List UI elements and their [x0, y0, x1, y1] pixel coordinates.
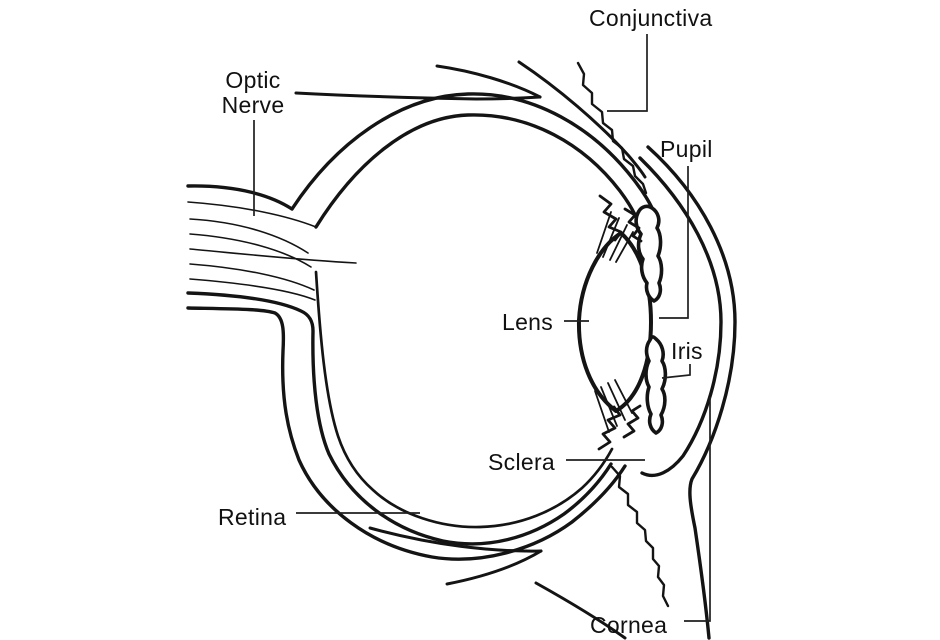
optic-nerve-fiber-5: [189, 278, 316, 301]
label-pupil: Pupil: [660, 136, 713, 162]
conjunctiva-wavy-line-bottom: [610, 465, 670, 608]
zonule-fiber-top-1: [596, 211, 612, 254]
ciliary-body-bottom-zigzag-2: [622, 404, 642, 439]
iris-upper-lobe: [634, 204, 664, 303]
label-conjunctiva: Conjunctiva: [589, 5, 712, 31]
conjunctival-fold-bottom-upper-edge: [368, 526, 543, 553]
conjunctiva-leader-line: [607, 34, 648, 112]
optic-nerve-fiber-3: [189, 248, 357, 264]
label-sclera: Sclera: [488, 449, 555, 475]
sclera-outer-wall-bottom: [186, 306, 627, 561]
zonule-fiber-bottom-2: [600, 386, 618, 427]
conjunctival-fold-top-upper-edge: [435, 64, 542, 99]
iris-lower-lobe: [644, 335, 668, 435]
conjunctiva-wavy-line-top: [576, 61, 648, 195]
optic-nerve-fiber-2: [189, 233, 312, 268]
optic-nerve-sheath-top-outer: [186, 184, 294, 211]
label-lens: Lens: [502, 309, 553, 335]
conjunctival-fold-top-lower-edge: [294, 91, 542, 101]
label-iris: Iris: [671, 338, 703, 364]
sclera-inner-wall-bottom: [186, 291, 613, 546]
ciliary-body-top-zigzag-1: [598, 194, 623, 242]
sclera-inner-wall-top: [314, 113, 638, 229]
zonule-fiber-top-3: [609, 224, 628, 261]
label-retina: Retina: [218, 504, 286, 530]
optic-nerve-sheath-top-inner: [187, 201, 317, 228]
conjunctival-fold-bottom-right: [534, 581, 627, 640]
pupil-leader-line: [659, 166, 689, 319]
zonule-fiber-top-4: [615, 231, 634, 263]
zonule-fiber-bottom-1: [594, 390, 610, 433]
cornea-leader-line: [684, 397, 711, 622]
ciliary-body-top-zigzag-2: [623, 207, 643, 243]
label-optic-nerve-line2: Nerve: [222, 92, 285, 118]
ciliary-body-bottom-zigzag-1: [597, 405, 622, 451]
label-cornea: Cornea: [590, 612, 667, 638]
zonule-fiber-top-2: [602, 217, 620, 258]
zonule-fiber-bottom-4: [614, 379, 633, 414]
optic-nerve-fiber-4: [189, 263, 315, 291]
optic-nerve-fiber-1: [189, 218, 309, 254]
iris-leader-line: [661, 364, 691, 379]
zonule-fiber-bottom-3: [607, 382, 626, 421]
conjunctival-fold-bottom-lower-edge: [445, 549, 543, 586]
label-optic-nerve-line1: Optic: [225, 67, 280, 93]
